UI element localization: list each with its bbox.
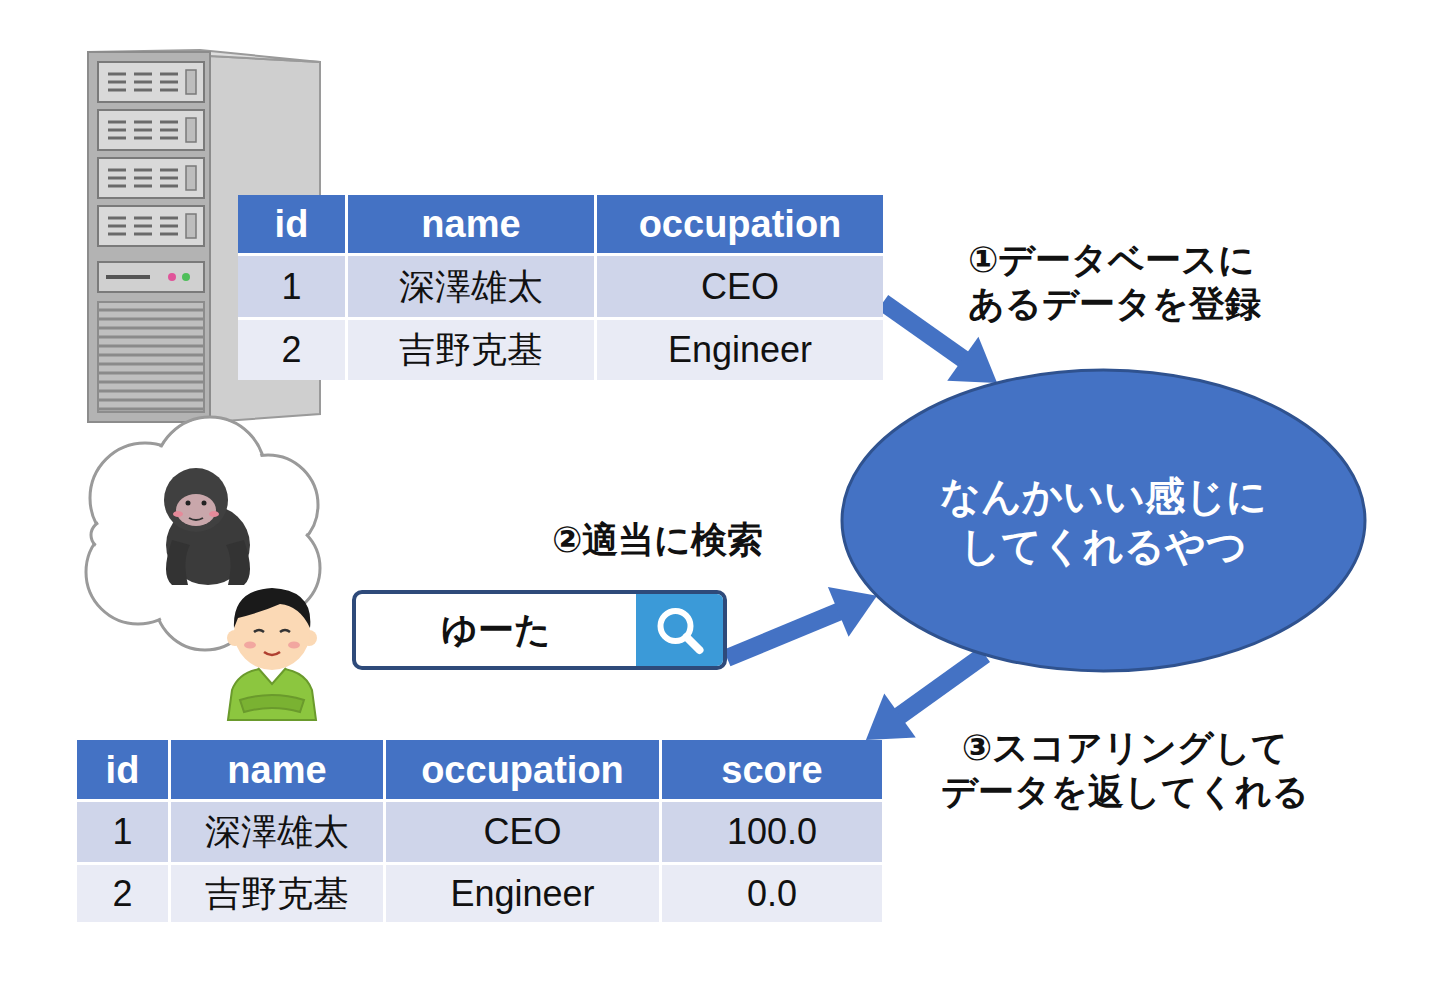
search-query: ゆーた xyxy=(441,606,551,655)
gorilla-illustration xyxy=(164,468,250,585)
table-cell: 1 xyxy=(77,802,168,862)
cell-text: 1 xyxy=(281,269,301,305)
cell-text: 100.0 xyxy=(727,814,817,850)
cell-text: 深澤雄太 xyxy=(205,814,349,850)
table-header-cell: name xyxy=(348,195,594,253)
step-label: ①データベースに あるデータを登録 xyxy=(968,238,1298,326)
table-cell: 0.0 xyxy=(662,865,882,922)
cell-text: 1 xyxy=(112,814,132,850)
table-cell: 深澤雄太 xyxy=(171,802,383,862)
cell-text: 吉野克基 xyxy=(205,876,349,912)
cell-text: 2 xyxy=(112,876,132,912)
ellipse-shape xyxy=(840,368,1367,673)
cell-text: id xyxy=(106,751,140,789)
table-header-cell: name xyxy=(171,740,383,799)
table-header-cell: occupation xyxy=(597,195,883,253)
cell-text: score xyxy=(721,751,822,789)
table-cell: CEO xyxy=(597,256,883,317)
ellipse-text: なんかいい感じに してくれるやつ xyxy=(904,471,1304,571)
table-header-cell: id xyxy=(77,740,168,799)
cell-text: CEO xyxy=(701,269,779,305)
flow-arrow xyxy=(727,587,877,658)
cell-text: CEO xyxy=(483,814,561,850)
table-cell: Engineer xyxy=(386,865,659,922)
table-cell: 1 xyxy=(238,256,345,317)
table-cell: 2 xyxy=(238,320,345,380)
table-cell: 2 xyxy=(77,865,168,922)
person-illustration xyxy=(227,588,317,720)
step-label: ③スコアリングして データを返してくれる xyxy=(925,726,1325,814)
cell-text: 吉野克基 xyxy=(399,332,543,368)
step-label: ②適当に検索 xyxy=(552,518,812,562)
table-cell: Engineer xyxy=(597,320,883,380)
cell-text: occupation xyxy=(421,751,624,789)
server-illustration xyxy=(88,50,320,422)
cell-text: 深澤雄太 xyxy=(399,269,543,305)
search-box: ゆーた xyxy=(352,590,727,670)
cell-text: name xyxy=(421,205,520,243)
cell-text: 0.0 xyxy=(747,876,797,912)
table-header-cell: score xyxy=(662,740,882,799)
data-table: id name occupation score 1 深澤雄太 CEO 100.0 2 吉野克基 E… xyxy=(77,740,882,922)
table-cell: 深澤雄太 xyxy=(348,256,594,317)
cell-text: id xyxy=(275,205,309,243)
table-header-cell: occupation xyxy=(386,740,659,799)
table-cell: 吉野克基 xyxy=(348,320,594,380)
data-table: id name occupation 1 深澤雄太 CEO 2 吉野克基 Engineer xyxy=(238,195,883,380)
cell-text: Engineer xyxy=(668,332,812,368)
cell-text: Engineer xyxy=(450,876,594,912)
cell-text: name xyxy=(227,751,326,789)
table-cell: 100.0 xyxy=(662,802,882,862)
cell-text: occupation xyxy=(639,205,842,243)
search-button xyxy=(636,594,723,666)
cell-text: 2 xyxy=(281,332,301,368)
table-cell: CEO xyxy=(386,802,659,862)
table-header-cell: id xyxy=(238,195,345,253)
table-cell: 吉野克基 xyxy=(171,865,383,922)
process-ellipse: なんかいい感じに してくれるやつ xyxy=(840,368,1367,673)
